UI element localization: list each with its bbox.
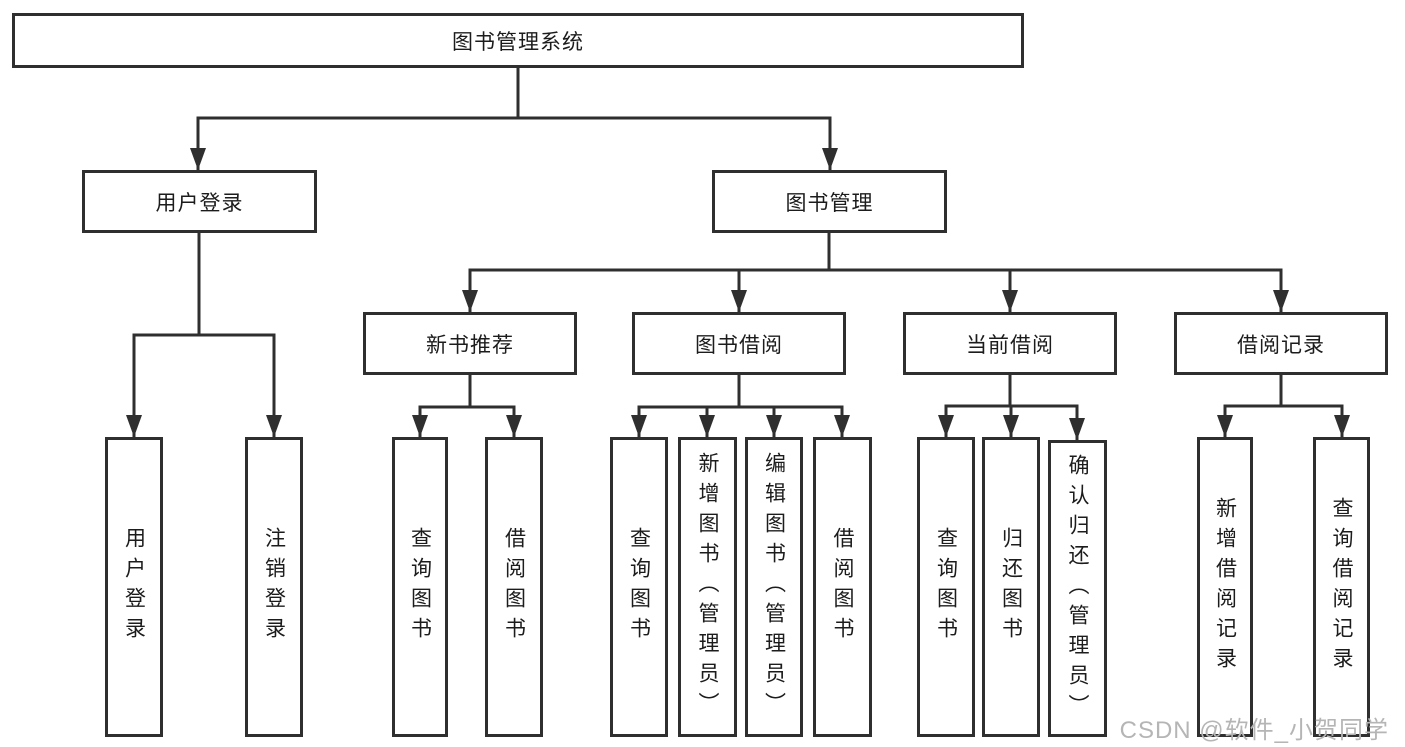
- leaf-query-borrow-record: 查询借阅记录: [1313, 437, 1370, 737]
- csdn-watermark: CSDN @软件_小贺同学: [1119, 717, 1389, 744]
- node-book-management: 图书管理: [712, 170, 947, 233]
- node-label: 查询图书: [627, 527, 651, 647]
- node-new-book-recommend: 新书推荐: [363, 312, 577, 375]
- node-label: 确认归还（管理员）: [1066, 453, 1089, 724]
- node-root: 图书管理系统: [12, 13, 1024, 68]
- leaf-edit-book-admin: 编辑图书（管理员）: [745, 437, 803, 737]
- node-current-borrow: 当前借阅: [903, 312, 1117, 375]
- node-label: 新增图书（管理员）: [696, 452, 719, 722]
- node-label: 查询图书: [408, 527, 432, 647]
- node-label: 查询图书: [934, 527, 958, 647]
- node-label: 借阅记录: [1237, 333, 1325, 357]
- node-label: 新书推荐: [426, 333, 514, 357]
- node-label: 借阅图书: [831, 527, 854, 647]
- leaf-confirm-return-admin: 确认归还（管理员）: [1048, 440, 1107, 737]
- node-label: 图书管理: [785, 191, 874, 215]
- leaf-user-login: 用户登录: [105, 437, 163, 737]
- node-label: 用户登录: [122, 527, 146, 647]
- leaf-add-borrow-record: 新增借阅记录: [1197, 437, 1253, 737]
- leaf-borrow-books-recommend: 借阅图书: [485, 437, 543, 737]
- leaf-query-books-recommend: 查询图书: [392, 437, 448, 737]
- node-user-login: 用户登录: [82, 170, 317, 233]
- leaf-query-books-current: 查询图书: [917, 437, 975, 737]
- node-borrow-records: 借阅记录: [1174, 312, 1388, 375]
- node-label: 图书借阅: [695, 333, 783, 357]
- leaf-logout: 注销登录: [245, 437, 303, 737]
- node-label: 编辑图书（管理员）: [762, 452, 786, 722]
- leaf-return-books: 归还图书: [982, 437, 1040, 737]
- leaf-add-book-admin: 新增图书（管理员）: [678, 437, 737, 737]
- node-label: 当前借阅: [966, 333, 1054, 357]
- node-label: 注销登录: [262, 527, 286, 647]
- leaf-query-books-borrow: 查询图书: [610, 437, 668, 737]
- node-label: 用户登录: [155, 191, 244, 215]
- node-label: 新增借阅记录: [1213, 497, 1237, 677]
- node-label: 查询借阅记录: [1330, 497, 1353, 677]
- node-book-borrow: 图书借阅: [632, 312, 846, 375]
- leaf-borrow-books: 借阅图书: [813, 437, 872, 737]
- node-label: 归还图书: [999, 527, 1023, 647]
- node-label: 图书管理系统: [452, 30, 584, 54]
- node-label: 借阅图书: [502, 527, 526, 647]
